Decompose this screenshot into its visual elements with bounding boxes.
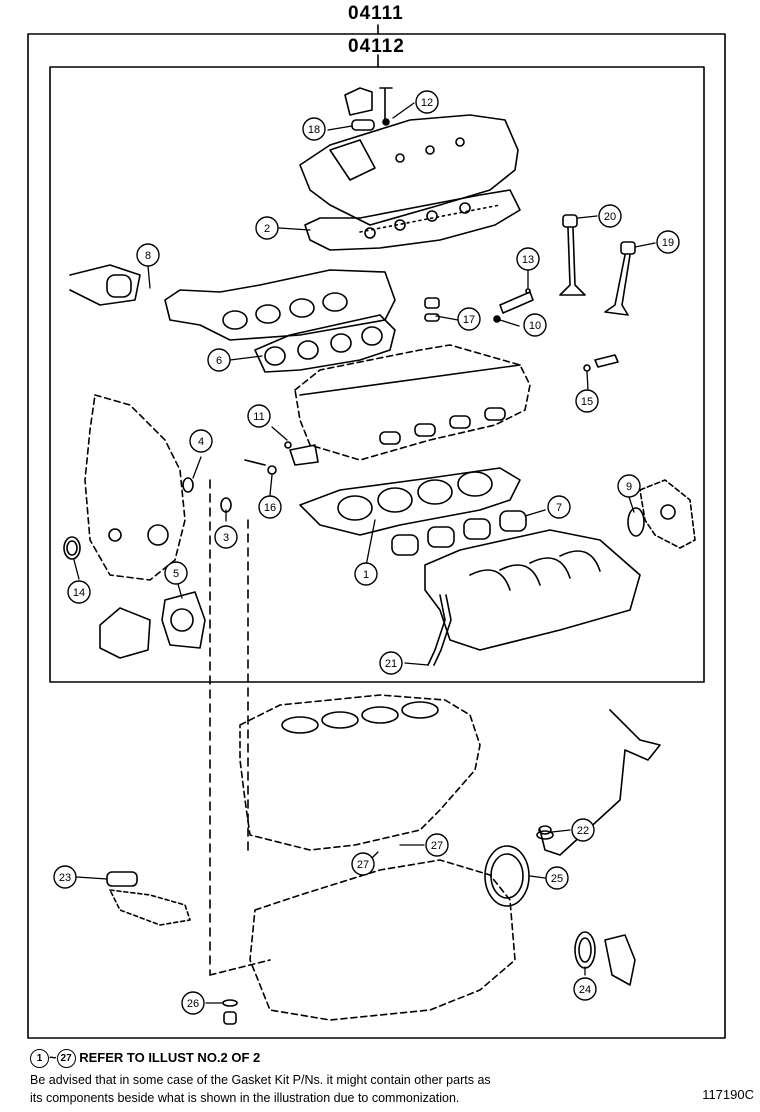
- callout-21: 21: [379, 651, 403, 675]
- callout-6: 6: [207, 348, 231, 372]
- drain-plug-drawing: [222, 999, 238, 1025]
- callout-label: 12: [421, 97, 433, 109]
- callout-label: 23: [59, 872, 71, 884]
- range-end-badge: 27: [56, 1049, 76, 1068]
- callout-19: 19: [656, 230, 680, 254]
- range-separator: ~: [49, 1049, 57, 1065]
- callout-label: 20: [604, 211, 616, 223]
- dipstick-guide-drawing: [427, 594, 452, 666]
- oil-pan-drawing: [209, 859, 516, 1021]
- callout-10: 10: [523, 313, 547, 337]
- callout-label: 19: [662, 237, 674, 249]
- callout-15: 15: [575, 389, 599, 413]
- intake-manifold-drawing: [424, 529, 641, 651]
- callout-3: 3: [214, 525, 238, 549]
- callout-13: 13: [516, 247, 540, 271]
- callout-label: 25: [551, 873, 563, 885]
- callout-label: 16: [264, 502, 276, 514]
- callout-17: 17: [457, 307, 481, 331]
- head-gasket-drawing: [299, 467, 521, 536]
- kit-number: 04111: [348, 3, 404, 24]
- callout-14: 14: [67, 580, 91, 604]
- callout-label: 24: [579, 984, 591, 996]
- cylinder-head-cover-drawing: [299, 87, 519, 226]
- engine-block-drawing: [209, 479, 481, 976]
- exhaust-manifold-drawing: [69, 264, 396, 341]
- thermostat-housing-drawing: [627, 479, 696, 549]
- callout-11: 11: [247, 404, 271, 428]
- callout-24: 24: [573, 977, 597, 1001]
- callout-16: 16: [258, 495, 282, 519]
- advisory-line-2: its components beside what is shown in t…: [30, 1091, 460, 1105]
- refer-text: REFER TO ILLUST NO.2 OF 2: [79, 1049, 261, 1065]
- callout-label: 26: [187, 998, 199, 1010]
- subkit-number: 04112: [348, 36, 405, 57]
- manifold-gasket-drawing: [254, 314, 396, 373]
- callout-4: 4: [189, 429, 213, 453]
- callout-label: 17: [463, 314, 475, 326]
- callout-label: 6: [216, 355, 222, 367]
- callout-12: 12: [415, 90, 439, 114]
- callout-23: 23: [53, 865, 77, 889]
- callout-badges: 1234567891011121314151617181920212223242…: [53, 90, 680, 1015]
- oil-pump-drawing: [99, 607, 151, 659]
- callout-2: 2: [255, 216, 279, 240]
- callout-20: 20: [598, 204, 622, 228]
- timing-cover-drawing: [84, 394, 186, 581]
- water-pipe-drawing: [536, 709, 661, 856]
- range-start-badge: 1: [30, 1049, 49, 1068]
- callout-1: 1: [354, 562, 378, 586]
- crank-seal-front-drawing: [63, 536, 81, 560]
- callout-label: 10: [529, 320, 541, 332]
- callout-label: 3: [223, 532, 229, 544]
- intake-gasket-drawing: [391, 510, 527, 556]
- callout-label: 8: [145, 250, 151, 262]
- water-outlet-drawing: [574, 931, 636, 986]
- callout-8: 8: [136, 243, 160, 267]
- callout-18: 18: [302, 117, 326, 141]
- callout-label: 13: [522, 254, 534, 266]
- callout-5: 5: [164, 561, 188, 585]
- kit-frames: [27, 24, 726, 1039]
- valves-drawing: [559, 214, 636, 316]
- callout-label: 1: [363, 569, 369, 581]
- cylinder-head-drawing: [294, 344, 531, 461]
- leader-lines: [73, 102, 656, 1004]
- callout-label: 5: [173, 568, 179, 580]
- rear-crank-seal-drawing: [484, 845, 530, 907]
- head-cover-gasket-drawing: [304, 189, 521, 251]
- callout-26: 26: [181, 991, 205, 1015]
- callout-label: 27: [357, 859, 369, 871]
- callout-25: 25: [545, 866, 569, 890]
- callout-27: 27: [351, 852, 375, 876]
- callout-label: 7: [556, 502, 562, 514]
- callout-label: 14: [73, 587, 85, 599]
- callout-label: 22: [577, 825, 589, 837]
- callout-label: 27: [431, 840, 443, 852]
- o-rings-drawing: [182, 477, 232, 513]
- callout-label: 15: [581, 396, 593, 408]
- callout-9: 9: [617, 474, 641, 498]
- callout-label: 18: [308, 124, 320, 136]
- water-pump-gasket-drawing: [161, 591, 206, 649]
- callout-label: 4: [198, 436, 204, 448]
- callout-27: 27: [425, 833, 449, 857]
- water-bracket-drawing: [106, 871, 191, 926]
- callout-label: 21: [385, 658, 397, 670]
- callout-7: 7: [547, 495, 571, 519]
- advisory-line-1: Be advised that in some case of the Gask…: [30, 1073, 491, 1087]
- sensors-drawing: [244, 288, 619, 475]
- callout-label: 9: [626, 481, 632, 493]
- callout-label: 2: [264, 223, 270, 235]
- illustration-code: 117190C: [702, 1087, 754, 1102]
- range-note: 1~27 REFER TO ILLUST NO.2 OF 2: [30, 1049, 260, 1068]
- callout-22: 22: [571, 818, 595, 842]
- callout-label: 11: [253, 411, 264, 423]
